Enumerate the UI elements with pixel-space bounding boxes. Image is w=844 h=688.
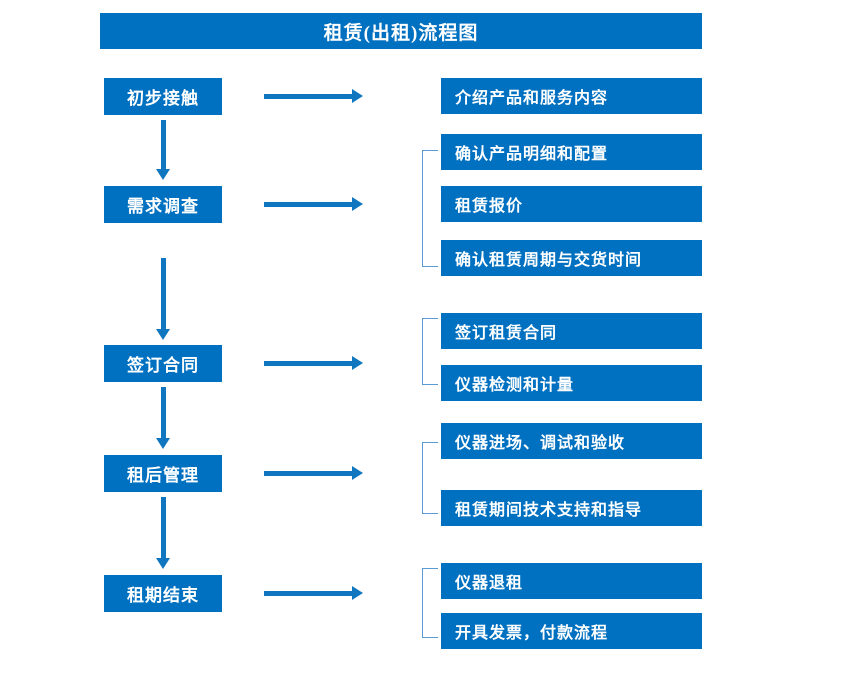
down-arrow-icon-4 [156,497,170,569]
stage-box-2[interactable]: 需求调查 [104,186,222,223]
detail-box-4-1[interactable]: 仪器进场、调试和验收 [441,423,702,459]
down-arrow-icon-1 [156,120,170,180]
detail-box-2-2[interactable]: 租赁报价 [441,186,702,222]
right-arrow-icon-2 [264,197,363,211]
detail-box-4-2[interactable]: 租赁期间技术支持和指导 [441,490,702,526]
stage-box-1[interactable]: 初步接触 [104,78,222,115]
detail-box-3-2[interactable]: 仪器检测和计量 [441,365,702,401]
stage-box-3[interactable]: 签订合同 [104,345,222,382]
detail-box-3-1[interactable]: 签订租赁合同 [441,313,702,349]
diagram-title: 租赁(出租)流程图 [100,13,702,49]
detail-box-5-1[interactable]: 仪器退租 [441,563,702,599]
stage-box-4[interactable]: 租后管理 [104,455,222,492]
right-arrow-icon-1 [264,89,363,103]
down-arrow-icon-2 [156,258,170,340]
square-bracket-icon-3 [422,318,438,385]
detail-box-1-1[interactable]: 介绍产品和服务内容 [441,78,702,114]
detail-box-2-1[interactable]: 确认产品明细和配置 [441,134,702,170]
right-arrow-icon-3 [264,356,363,370]
detail-box-5-2[interactable]: 开具发票，付款流程 [441,613,702,649]
right-arrow-icon-4 [264,466,363,480]
detail-box-2-3[interactable]: 确认租赁周期与交货时间 [441,240,702,276]
right-arrow-icon-5 [264,586,363,600]
square-bracket-icon-4 [422,442,438,514]
stage-box-5[interactable]: 租期结束 [104,575,222,612]
square-bracket-icon-2 [422,150,438,267]
down-arrow-icon-3 [156,387,170,449]
square-bracket-icon-5 [422,568,438,638]
